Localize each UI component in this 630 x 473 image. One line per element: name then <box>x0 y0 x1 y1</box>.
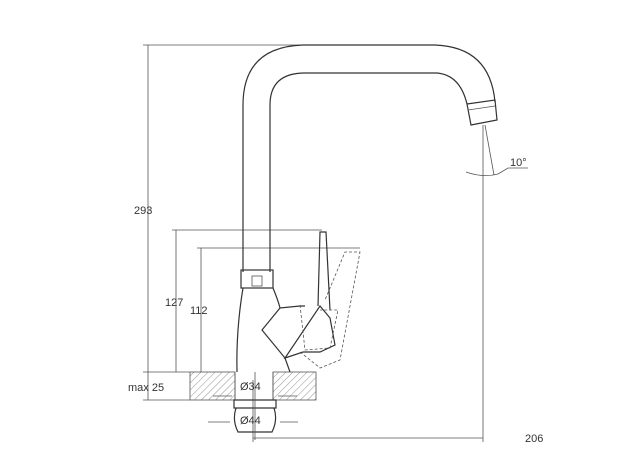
dim-spout-angle: 10° <box>510 157 527 169</box>
dim-hole-diameter: Ø34 <box>240 381 261 393</box>
faucet-body <box>233 231 361 440</box>
dim-base-diameter: Ø44 <box>240 415 261 427</box>
dim-max-thickness: max 25 <box>128 382 164 394</box>
dim-lever-height: 127 <box>165 297 183 309</box>
dim-spout-base-height: 112 <box>190 305 208 317</box>
spout <box>242 44 498 272</box>
dim-total-height: 293 <box>134 205 152 217</box>
dim-spout-reach: 206 <box>525 433 543 445</box>
countertop-section <box>189 371 317 401</box>
